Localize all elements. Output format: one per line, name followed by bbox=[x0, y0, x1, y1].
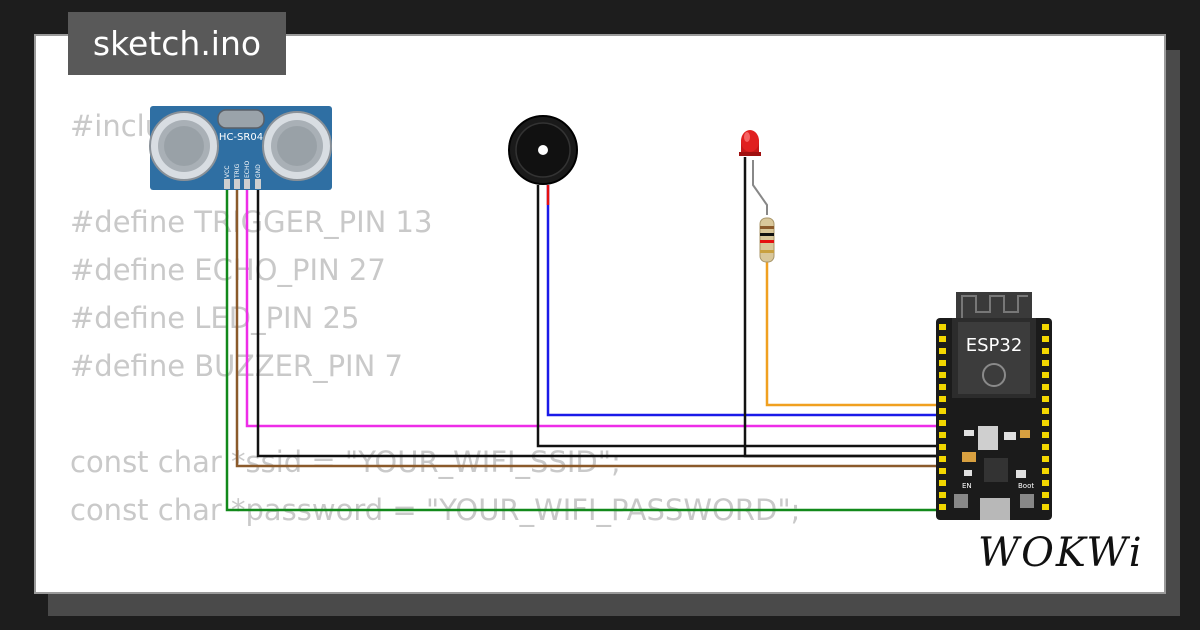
ultrasonic-sensor[interactable]: HC-SR04 VCC TRIG ECHO GND bbox=[149, 106, 332, 190]
wire-buzzer-gnd[interactable] bbox=[536, 185, 942, 448]
board-label: ESP32 bbox=[966, 335, 1023, 356]
wokwi-logo: WOKWi bbox=[978, 530, 1144, 576]
boot-label: Boot bbox=[1018, 482, 1034, 490]
wire-led-anode-leg bbox=[752, 160, 768, 215]
wire-vcc-green[interactable] bbox=[225, 188, 942, 512]
pin-label-vcc: VCC bbox=[224, 166, 231, 178]
sensor-label: HC-SR04 bbox=[219, 132, 263, 143]
file-title-tab[interactable]: sketch.ino bbox=[68, 12, 286, 75]
pin-label-trig: TRIG bbox=[234, 163, 241, 179]
code-line: #define BUZZER_PIN 7 bbox=[70, 349, 403, 383]
resistor-icon[interactable] bbox=[759, 217, 775, 263]
espressif-logo-icon bbox=[982, 363, 1006, 387]
en-label: EN bbox=[962, 482, 972, 490]
wire-buzzer-signal[interactable] bbox=[546, 185, 942, 417]
pin-header-left bbox=[939, 324, 946, 510]
pin-label-gnd: GND bbox=[255, 164, 262, 178]
code-line: #define ECHO_PIN 27 bbox=[70, 253, 386, 287]
wire-resistor-orange[interactable] bbox=[765, 262, 942, 407]
ultrasonic-transducer-right bbox=[262, 111, 332, 181]
pin-label-echo: ECHO bbox=[244, 161, 251, 178]
code-line: void setup() { bbox=[70, 582, 800, 592]
file-title: sketch.ino bbox=[92, 24, 262, 63]
wires bbox=[225, 157, 942, 512]
wire-gnd-black[interactable] bbox=[256, 188, 942, 458]
wire-led-cathode[interactable] bbox=[743, 157, 942, 458]
code-line: #inclu bbox=[70, 109, 164, 143]
pin-header-right bbox=[1042, 324, 1049, 510]
usb-port-icon bbox=[980, 498, 1010, 520]
led-icon[interactable] bbox=[739, 130, 761, 156]
code-line: #define LED_PIN 25 bbox=[70, 301, 360, 335]
wire-echo-magenta[interactable] bbox=[245, 188, 942, 428]
wire-trig-brown[interactable] bbox=[235, 188, 942, 468]
code-line: const char *ssid = "YOUR_WIFI_SSID"; bbox=[70, 445, 621, 479]
esp32-board[interactable]: ESP32 EN Boot bbox=[936, 292, 1052, 520]
buzzer-icon[interactable] bbox=[508, 115, 578, 185]
ultrasonic-transducer-left bbox=[149, 111, 219, 181]
en-button[interactable] bbox=[954, 494, 968, 508]
boot-button[interactable] bbox=[1020, 494, 1034, 508]
